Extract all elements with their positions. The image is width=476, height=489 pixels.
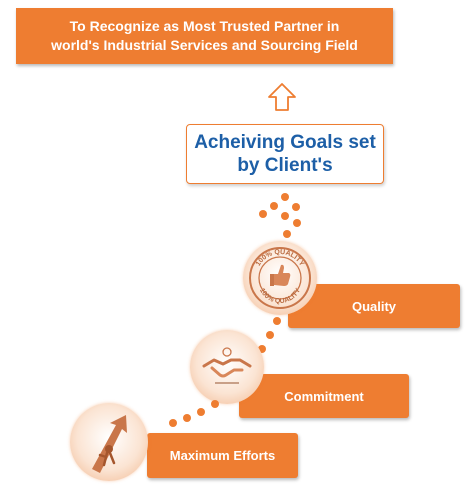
quality-stamp-icon: 100% QUALITY 100% QUALITY: [243, 241, 317, 315]
maximum-efforts-label: Maximum Efforts: [169, 448, 276, 463]
dot: [211, 400, 219, 408]
dot: [293, 219, 301, 227]
dot: [183, 414, 191, 422]
dot: [281, 212, 289, 220]
dot: [197, 408, 205, 416]
maximum-efforts-step: Maximum Efforts: [147, 433, 298, 478]
dot: [169, 419, 177, 427]
quality-step: Quality: [288, 284, 460, 328]
svg-text:100% QUALITY: 100% QUALITY: [255, 249, 306, 268]
goal-line-1: Acheiving Goals set: [194, 132, 376, 153]
dot: [283, 230, 291, 238]
up-arrow-icon: [268, 83, 296, 111]
dot: [266, 331, 274, 339]
goal-box: Acheiving Goals set by Client's: [186, 124, 384, 184]
dot: [259, 210, 267, 218]
dot: [258, 345, 266, 353]
stamp-top-text: 100% QUALITY: [255, 249, 306, 268]
commitment-label: Commitment: [284, 388, 364, 404]
climbing-arrow-icon: [70, 403, 148, 481]
handshake-icon: [190, 330, 264, 404]
dot: [281, 193, 289, 201]
vision-line-2: world's Industrial Services and Sourcing…: [51, 37, 358, 53]
vision-line-1: To Recognize as Most Trusted Partner in: [69, 18, 340, 34]
goal-line-2: by Client's: [237, 155, 333, 176]
vision-box: To Recognize as Most Trusted Partner in …: [16, 8, 393, 64]
dot: [273, 317, 281, 325]
quality-label: Quality: [351, 298, 397, 314]
dot: [270, 202, 278, 210]
commitment-step: Commitment: [239, 374, 409, 418]
dot: [292, 203, 300, 211]
